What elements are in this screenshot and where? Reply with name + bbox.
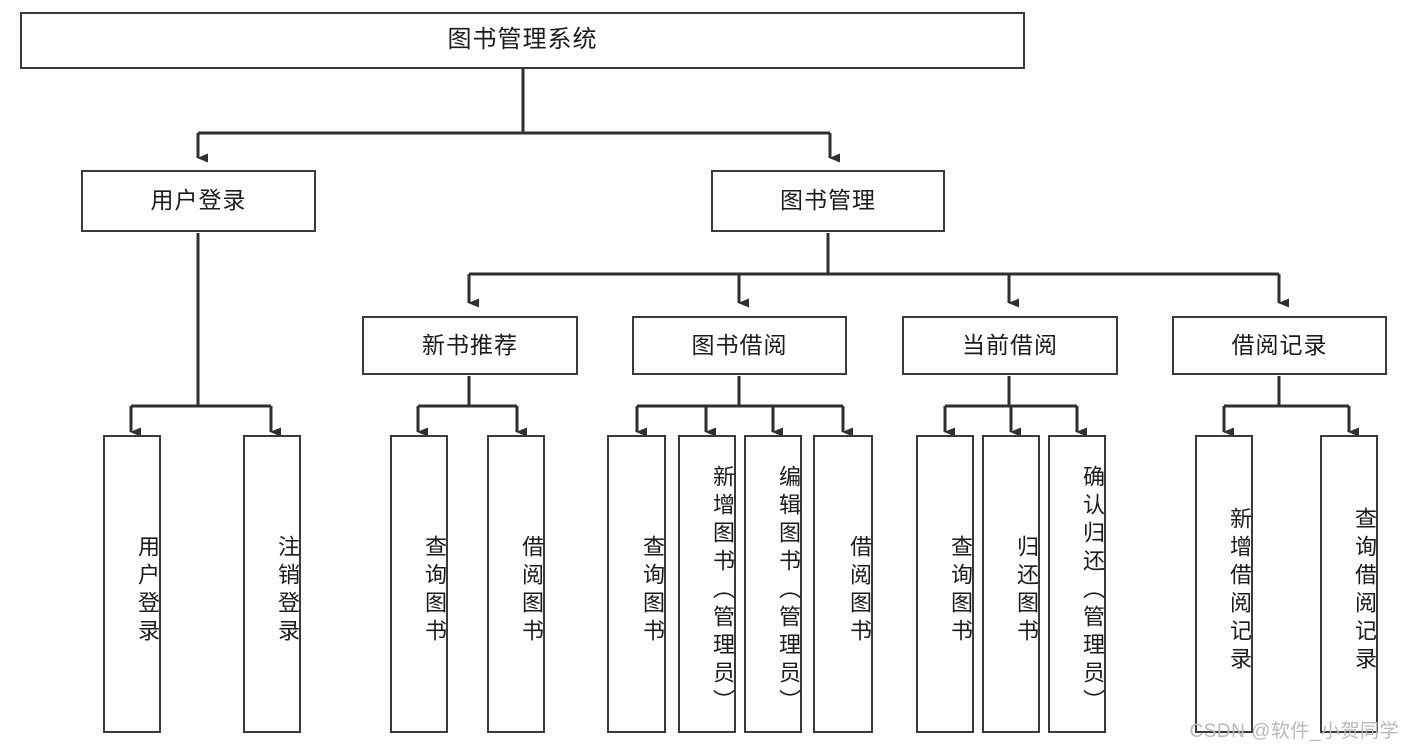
node-label: 借阅记录 xyxy=(1231,331,1328,358)
leaf-edit-book-admin[interactable]: 编辑图书（管理员） xyxy=(744,435,802,733)
leaf-add-borrow-record[interactable]: 新增借阅记录 xyxy=(1195,435,1253,733)
leaf-logout[interactable]: 注销登录 xyxy=(243,435,301,733)
leaf-return-book[interactable]: 归还图书 xyxy=(982,435,1040,733)
node-label: 图书管理 xyxy=(780,187,876,214)
node-book-borrow[interactable]: 图书借阅 xyxy=(632,316,847,375)
node-label: 查询图书 xyxy=(422,535,447,647)
node-label: 编辑图书（管理员） xyxy=(776,465,801,717)
leaf-confirm-return-admin[interactable]: 确认归还（管理员） xyxy=(1048,435,1106,733)
node-root-book-management-system[interactable]: 图书管理系统 xyxy=(20,12,1025,69)
node-label: 图书借阅 xyxy=(691,331,788,358)
node-user-login[interactable]: 用户登录 xyxy=(81,170,316,232)
node-label: 新书推荐 xyxy=(422,331,518,358)
node-current-borrow[interactable]: 当前借阅 xyxy=(902,316,1118,375)
node-new-book-recommend[interactable]: 新书推荐 xyxy=(362,316,578,375)
leaf-user-login[interactable]: 用户登录 xyxy=(103,435,161,733)
node-label: 新增借阅记录 xyxy=(1227,507,1252,675)
node-label: 图书管理系统 xyxy=(447,26,598,54)
leaf-query-book-borrow[interactable]: 查询图书 xyxy=(607,435,666,733)
node-label: 用户登录 xyxy=(150,187,247,214)
node-label: 新增图书（管理员） xyxy=(710,465,735,717)
node-label: 用户登录 xyxy=(135,535,160,647)
node-label: 当前借阅 xyxy=(962,331,1058,358)
node-book-management[interactable]: 图书管理 xyxy=(711,170,945,232)
node-label: 归还图书 xyxy=(1014,535,1039,647)
csdn-watermark: CSDN @软件_小贺同学 xyxy=(1189,721,1399,742)
leaf-query-book-current[interactable]: 查询图书 xyxy=(916,435,974,733)
node-label: 借阅图书 xyxy=(519,535,544,647)
leaf-query-borrow-record[interactable]: 查询借阅记录 xyxy=(1320,435,1378,733)
node-label: 查询图书 xyxy=(948,535,973,647)
node-borrow-record[interactable]: 借阅记录 xyxy=(1172,316,1387,375)
node-label: 借阅图书 xyxy=(847,535,872,647)
leaf-borrow-book[interactable]: 借阅图书 xyxy=(813,435,873,733)
node-label: 查询图书 xyxy=(640,535,665,647)
node-label: 注销登录 xyxy=(275,535,300,647)
leaf-borrow-book-recommend[interactable]: 借阅图书 xyxy=(487,435,545,733)
node-label: 确认归还（管理员） xyxy=(1080,465,1105,717)
leaf-query-book-recommend[interactable]: 查询图书 xyxy=(390,435,448,733)
leaf-add-book-admin[interactable]: 新增图书（管理员） xyxy=(678,435,736,733)
node-label: 查询借阅记录 xyxy=(1352,507,1377,675)
